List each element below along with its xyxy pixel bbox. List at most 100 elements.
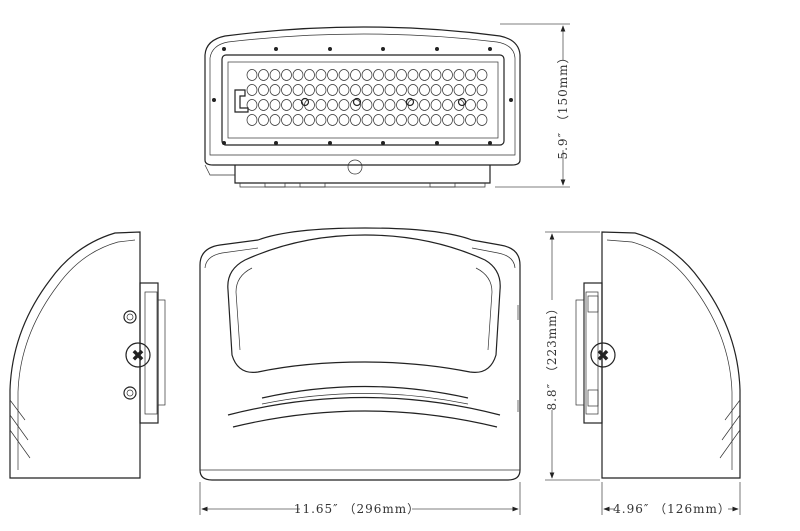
screw-icon — [435, 141, 439, 145]
led — [304, 84, 315, 96]
led — [476, 114, 488, 126]
led — [396, 99, 407, 111]
led — [407, 84, 419, 96]
led — [281, 114, 292, 126]
led — [338, 69, 350, 81]
led — [361, 69, 373, 81]
led — [246, 84, 258, 96]
height-label-side: 8.8″ （223mm） — [545, 301, 559, 410]
led — [419, 114, 430, 126]
led — [269, 99, 281, 111]
led — [373, 69, 384, 81]
led — [384, 99, 396, 111]
screw-icon: ✖ — [131, 346, 144, 365]
led — [292, 69, 304, 81]
led — [453, 84, 465, 96]
led — [304, 114, 315, 126]
led-array — [246, 69, 488, 126]
led — [361, 99, 373, 111]
dimension-height-side: 8.8″ （223mm） — [545, 231, 600, 481]
led — [246, 114, 258, 126]
dimension-width: 11.65″ （296mm） — [199, 482, 521, 516]
led — [407, 69, 419, 81]
screw-icon — [381, 141, 385, 145]
led — [281, 99, 292, 111]
led — [315, 114, 327, 126]
screw-icon — [381, 47, 385, 51]
led — [442, 84, 453, 96]
led — [465, 114, 476, 126]
screw-icon: ✖ — [596, 346, 609, 365]
led — [292, 114, 304, 126]
led — [292, 84, 304, 96]
dimension-height-front: 5.9″ （150mm） — [495, 23, 570, 188]
led — [350, 99, 361, 111]
led — [361, 84, 373, 96]
led — [315, 99, 327, 111]
led — [281, 84, 292, 96]
led — [338, 84, 350, 96]
led — [384, 69, 396, 81]
led-lens-screw — [300, 97, 310, 107]
led — [350, 114, 361, 126]
led — [419, 84, 430, 96]
front-view — [204, 26, 521, 188]
led — [281, 69, 292, 81]
led — [373, 114, 384, 126]
led — [373, 84, 384, 96]
led — [465, 99, 476, 111]
led — [419, 69, 430, 81]
led — [327, 114, 338, 126]
led — [396, 84, 407, 96]
screw-icon — [435, 47, 439, 51]
led — [269, 69, 281, 81]
led — [246, 69, 258, 81]
screw-icon — [222, 47, 226, 51]
led — [465, 84, 476, 96]
led — [419, 99, 430, 111]
led — [269, 114, 281, 126]
led — [407, 114, 419, 126]
led — [442, 114, 453, 126]
led — [338, 114, 350, 126]
height-label-front: 5.9″ （150mm） — [556, 50, 570, 159]
led-lens-screw — [457, 97, 467, 107]
led — [453, 69, 465, 81]
led — [442, 69, 453, 81]
screw-icon — [222, 141, 226, 145]
left-side-view: ✖ — [9, 231, 166, 479]
screw-icon — [212, 98, 216, 102]
dimension-depth: 4.96″ （126mm） — [601, 482, 741, 516]
led — [453, 114, 465, 126]
led — [430, 114, 442, 126]
led — [430, 84, 442, 96]
led — [430, 69, 442, 81]
depth-label: 4.96″ （126mm） — [613, 502, 731, 516]
led — [476, 69, 488, 81]
led — [442, 99, 453, 111]
screw-icon — [488, 141, 492, 145]
screw-icon — [274, 141, 278, 145]
led — [396, 69, 407, 81]
screw-icon — [488, 47, 492, 51]
screw-icon — [509, 98, 513, 102]
screw-icon — [328, 47, 332, 51]
front-screws — [212, 47, 513, 145]
width-label: 11.65″ （296mm） — [294, 502, 420, 516]
led — [338, 99, 350, 111]
led — [246, 99, 258, 111]
led — [258, 69, 269, 81]
led — [258, 84, 269, 96]
led — [350, 69, 361, 81]
led — [304, 69, 315, 81]
led — [361, 114, 373, 126]
led — [327, 99, 338, 111]
led — [327, 84, 338, 96]
led-lens-screw — [405, 97, 415, 107]
led — [258, 99, 269, 111]
right-side-view: ✖ — [575, 231, 741, 479]
led — [327, 69, 338, 81]
led — [476, 84, 488, 96]
led — [476, 99, 488, 111]
